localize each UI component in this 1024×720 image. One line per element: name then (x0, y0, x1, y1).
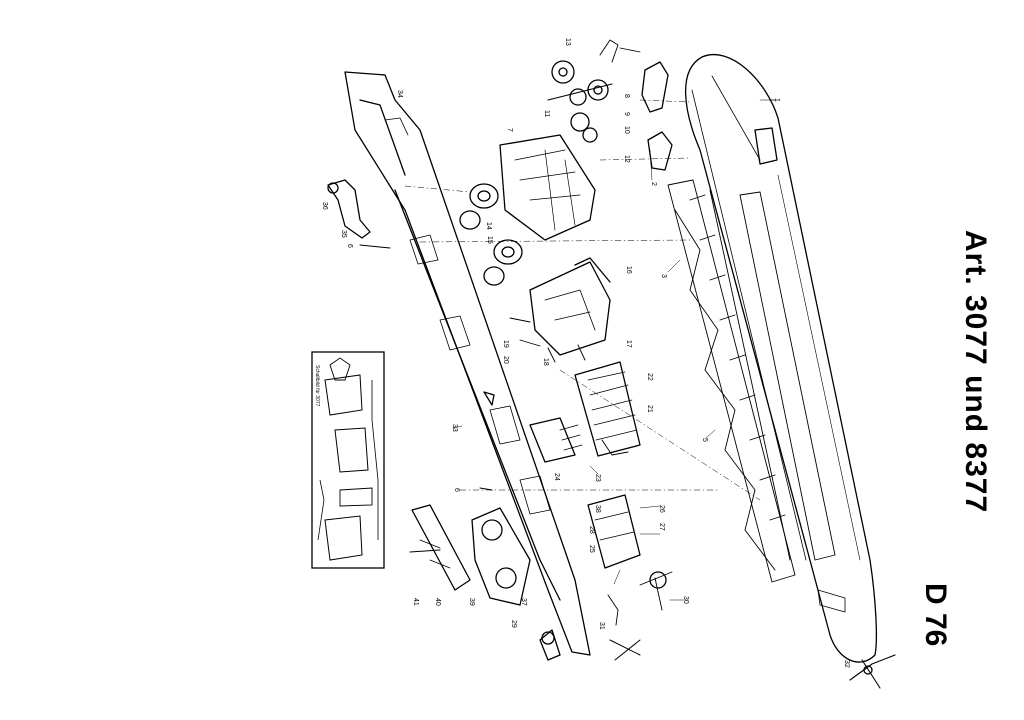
brush-plate (529, 417, 583, 463)
part-number: 31 (598, 622, 605, 630)
small-parts-cab (641, 61, 673, 171)
part-number: 21 (646, 405, 653, 413)
body-shell (685, 54, 878, 663)
part-number-labels: 1 2 3 5 6 6 7 8 9 10 11 12 13 14 15 16 1… (314, 38, 850, 668)
part-number: 24 (553, 473, 560, 481)
part-number: 20 (502, 356, 509, 364)
part-number: 19 (502, 340, 509, 348)
part-number: 8 (623, 94, 630, 98)
screws (359, 244, 495, 491)
part-number: 2 (650, 182, 657, 186)
end-fitting (849, 654, 896, 689)
pickup-shoe (409, 504, 471, 591)
part-number: 29 (510, 620, 517, 628)
part-number: 40 (434, 598, 441, 606)
motor-mechanism (509, 257, 611, 363)
part-number: 33 (451, 424, 458, 432)
part-number: 5 (701, 438, 708, 442)
part-number: 15 (486, 236, 493, 244)
part-number: 39 (468, 598, 475, 606)
leader-lines (452, 99, 776, 601)
part-number: 12 (623, 155, 630, 163)
bottom-small-parts (539, 594, 641, 661)
part-number: 36 (321, 202, 328, 210)
sheet-code: D 76 (919, 583, 952, 647)
part-number: 35 (340, 230, 347, 238)
part-number: 7 (506, 128, 513, 132)
part-number: 17 (625, 340, 632, 348)
part-number: 27 (658, 523, 665, 531)
coupler-link (327, 179, 371, 239)
part-number: 6 (346, 244, 353, 248)
rear-bogie (471, 494, 673, 611)
part-number: 6 (453, 488, 460, 492)
part-number: 13 (564, 38, 571, 46)
part-number: 22 (646, 373, 653, 381)
part-number: 10 (623, 126, 630, 134)
motor-armature (574, 361, 641, 457)
part-number: 32 (843, 660, 850, 668)
part-number: 25 (588, 545, 595, 553)
part-number: 11 (543, 110, 550, 117)
axle-wheels-gears (547, 39, 641, 143)
part-number: 41 (412, 598, 419, 606)
part-number: 23 (594, 474, 601, 482)
part-number: 14 (485, 222, 492, 230)
front-bogie-block (499, 134, 596, 241)
part-number: 37 (520, 598, 527, 606)
part-number: 1 (773, 98, 780, 102)
part-number: 16 (625, 266, 632, 274)
part-number: 28 (588, 526, 595, 534)
wiring-inset (311, 351, 385, 569)
part-number: 18 (542, 358, 549, 366)
part-number: 38 (594, 505, 601, 513)
part-number: 9 (623, 112, 630, 116)
part-number: 26 (658, 505, 665, 513)
part-number: 3 (660, 274, 667, 278)
article-title: Art. 3077 und 8377 (959, 230, 992, 514)
part-number: 30 (682, 596, 689, 604)
chassis-frame (344, 71, 591, 656)
part-number: 34 (396, 90, 403, 98)
traction-wheels (459, 183, 523, 286)
assembly-lines (404, 99, 781, 501)
truss-frame (667, 179, 836, 583)
inset-caption: Schaltbild für 3077 (314, 365, 320, 407)
